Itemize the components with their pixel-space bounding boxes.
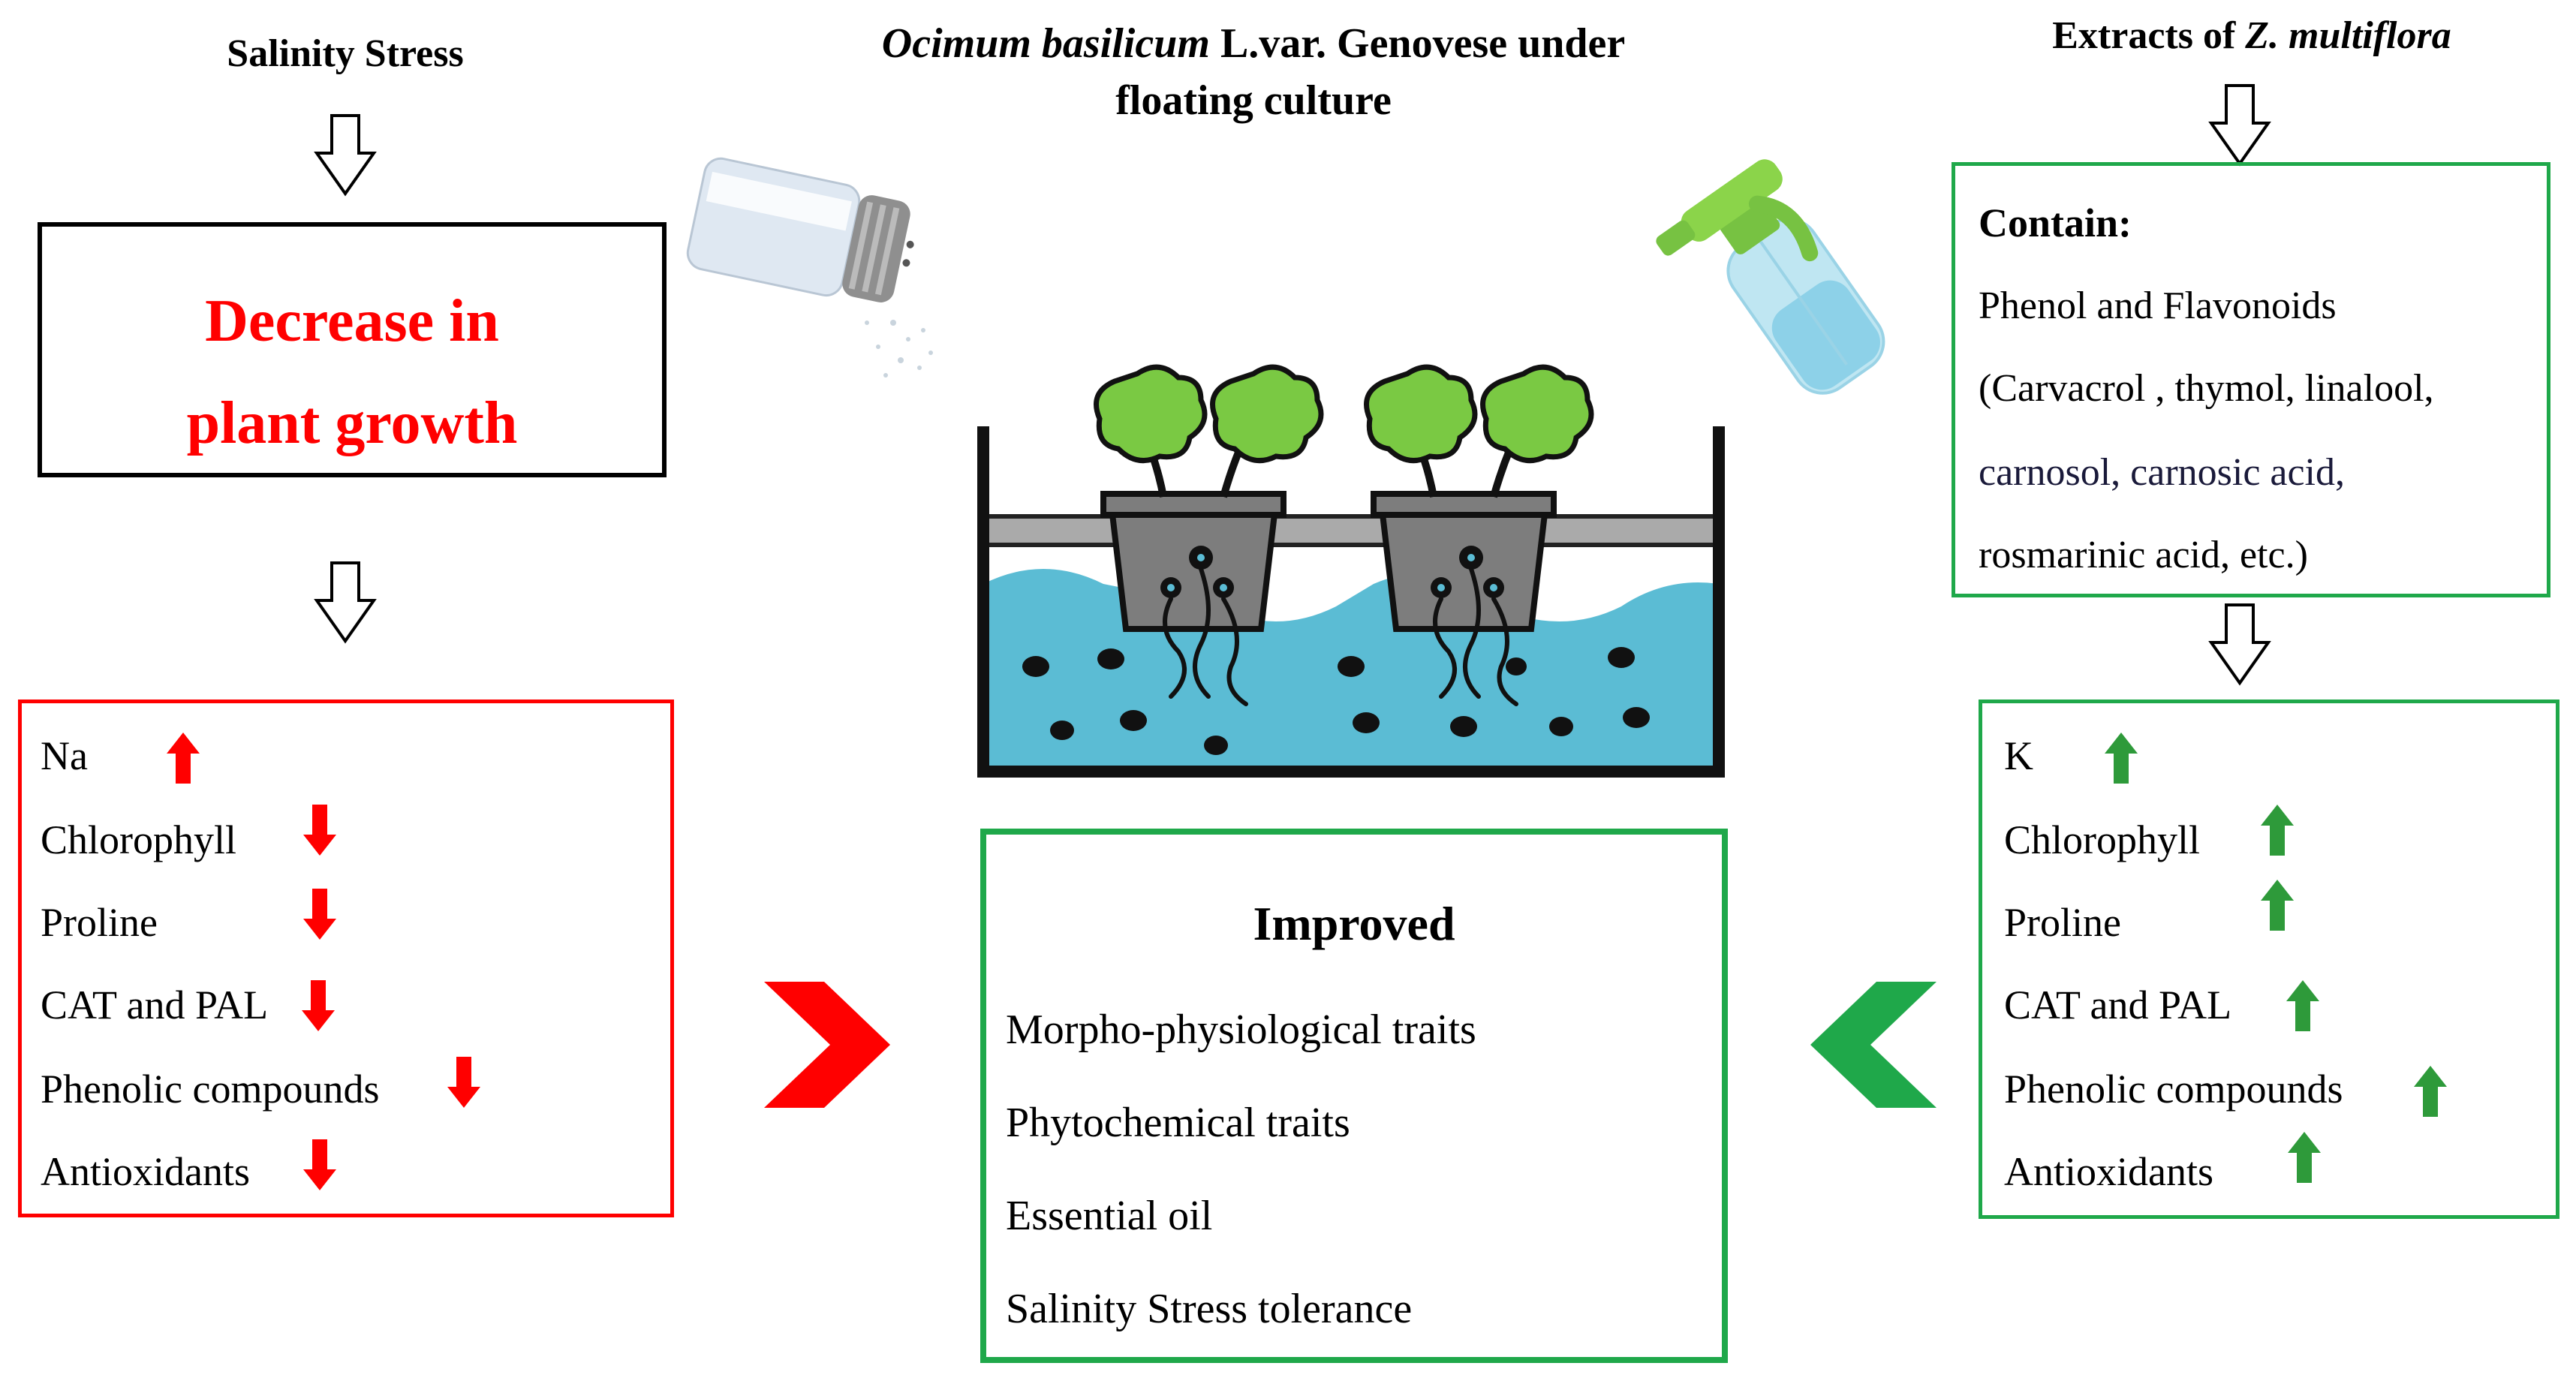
list-item-cat-pal: CAT and PAL [2004, 982, 2232, 1027]
improved-item: Phytochemical traits [1006, 1100, 1350, 1146]
improved-title: Improved [1253, 897, 1455, 950]
list-item-antioxidants: Antioxidants [41, 1149, 250, 1194]
decrease-box: Decrease in plant growth [38, 222, 667, 477]
contain-box [1952, 162, 2550, 597]
left-down-arrow-2 [314, 561, 377, 644]
improved-item: Salinity Stress tolerance [1006, 1286, 1413, 1332]
arrow-down-icon [303, 1139, 336, 1190]
list-item-antioxidants: Antioxidants [2004, 1149, 2213, 1194]
extract-effects-box [1979, 700, 2559, 1219]
list-item-chlorophyll: Chlorophyll [2004, 817, 2201, 862]
left-down-arrow-1 [314, 114, 377, 197]
red-chevron-icon [764, 982, 890, 1108]
arrow-up-icon [2414, 1066, 2447, 1117]
list-item-phenolic: Phenolic compounds [2004, 1067, 2343, 1112]
diagram-title: Ocimum basilicum L.var. Genovese under f… [736, 15, 1771, 129]
arrow-up-icon [2105, 733, 2138, 784]
arrow-up-icon [167, 733, 200, 784]
list-item-cat-pal: CAT and PAL [41, 982, 269, 1027]
arrow-up-icon [2288, 1132, 2321, 1183]
contain-line: (Carvacrol , thymol, linalool, [1979, 367, 2434, 410]
list-item-chlorophyll: Chlorophyll [41, 817, 237, 862]
list-item-phenolic: Phenolic compounds [41, 1067, 380, 1112]
arrow-up-icon [2261, 805, 2294, 856]
green-chevron-icon [1810, 982, 1937, 1108]
arrow-down-icon [303, 805, 336, 856]
stress-effects-box [18, 700, 674, 1217]
list-item-proline: Proline [41, 900, 158, 945]
improved-item: Morpho-physiological traits [1006, 1006, 1476, 1053]
arrow-up-icon [2286, 980, 2319, 1031]
list-item-na: Na [41, 733, 88, 778]
improved-box [980, 829, 1728, 1363]
arrow-down-icon [447, 1057, 480, 1108]
arrow-down-icon [303, 889, 336, 940]
title-rest: L.var. Genovese under [1209, 20, 1626, 67]
list-item-proline: Proline [2004, 900, 2121, 945]
contain-line: rosmarinic acid, etc.) [1979, 534, 2308, 576]
title-line2: floating culture [1115, 77, 1392, 124]
hydroponic-tank-icon [977, 364, 1725, 778]
decrease-text: Decrease in plant growth [186, 288, 518, 456]
arrow-down-icon [302, 980, 335, 1031]
list-item-k: K [2004, 733, 2033, 778]
right-down-arrow-1 [2208, 84, 2271, 167]
left-heading: Salinity Stress [227, 32, 464, 75]
spray-bottle-icon [1656, 159, 1885, 395]
contain-line: Phenol and Flavonoids [1979, 284, 2337, 327]
right-heading: Extracts of Z. multiflora [2052, 14, 2451, 57]
salt-shaker-icon [686, 157, 933, 378]
title-species: Ocimum basilicum [881, 20, 1210, 67]
contain-title: Contain: [1979, 200, 2132, 245]
improved-item: Essential oil [1006, 1193, 1213, 1239]
arrow-up-icon [2261, 880, 2294, 931]
contain-line: carnosol, carnosic acid, [1979, 451, 2346, 494]
right-down-arrow-2 [2208, 603, 2271, 686]
